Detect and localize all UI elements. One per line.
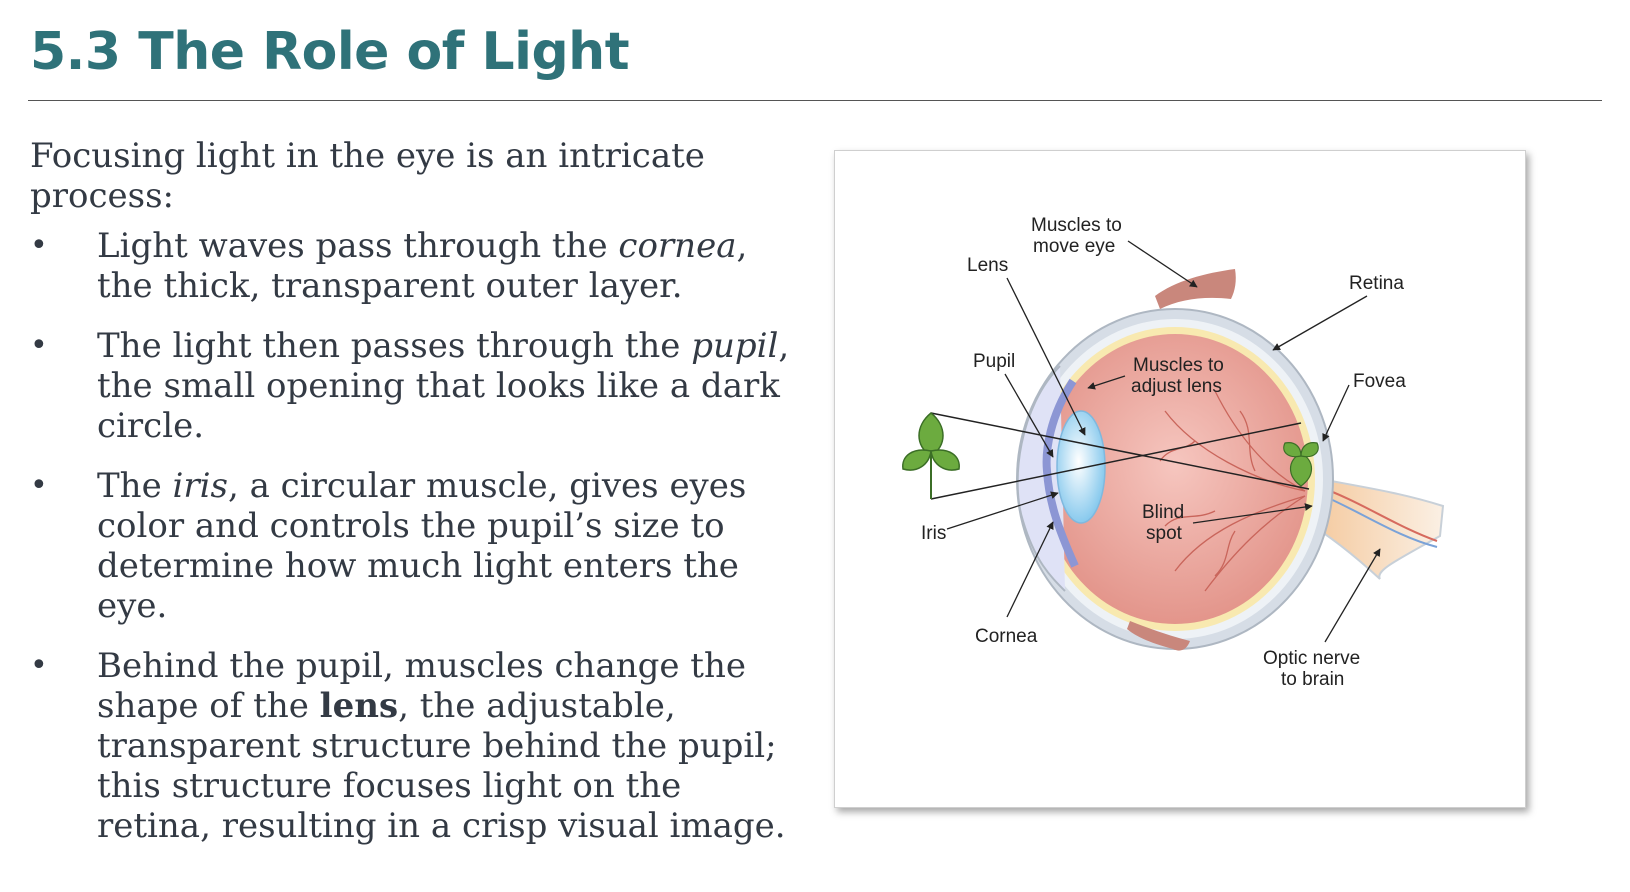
bullet-term: cornea (618, 226, 737, 266)
label-cornea: Cornea (975, 626, 1038, 647)
light-rays (930, 412, 1310, 500)
title-divider (28, 100, 1602, 101)
bullet-marker: • (30, 228, 48, 263)
bullet-pupil: • The light then passes through the pupi… (30, 326, 800, 446)
bullet-cornea: • Light waves pass through the cornea, t… (30, 226, 800, 306)
slide-body: Focusing light in the eye is an intricat… (30, 136, 800, 866)
bullet-text: , the thick, transparent outer layer. (97, 226, 748, 306)
bullet-term: lens (319, 686, 399, 726)
bullet-marker: • (30, 648, 48, 683)
bullet-text: Light waves pass through the (97, 226, 619, 266)
label-fovea: Fovea (1353, 371, 1406, 392)
leader-lines (946, 240, 1381, 643)
bullet-list: • Light waves pass through the cornea, t… (30, 226, 800, 846)
retinal-vessels (1159, 390, 1306, 592)
label-retina: Retina (1349, 273, 1404, 294)
label-muscles-adjust-lens: adjust lens (1131, 376, 1222, 397)
muscle-top (1155, 269, 1236, 309)
bullet-iris: • The iris, a circular muscle, gives eye… (30, 466, 800, 626)
label-blind-spot: Blind (1142, 502, 1184, 523)
label-optic-nerve: to brain (1281, 669, 1344, 690)
lens (1056, 410, 1106, 524)
bullet-text: , a circular muscle, gives eyes color an… (97, 466, 747, 626)
bullet-term: iris (172, 466, 228, 506)
eyeball (1016, 308, 1334, 650)
leaf-object-icon (902, 412, 960, 499)
label-pupil: Pupil (973, 351, 1015, 372)
label-optic-nerve: Optic nerve (1263, 648, 1360, 669)
slide-title: 5.3 The Role of Light (30, 22, 630, 82)
label-muscles-move-eye: Muscles to (1031, 215, 1122, 236)
label-muscles-adjust-lens: Muscles to (1133, 355, 1224, 376)
bullet-text: , the adjustable, transparent structure … (97, 686, 786, 846)
muscle-bottom (1127, 621, 1190, 651)
bullet-marker: • (30, 468, 48, 503)
eye-diagram-frame: Muscles to move eye Lens Retina Pupil Mu… (834, 150, 1526, 808)
bullet-lens: • Behind the pupil, muscles change the s… (30, 646, 800, 846)
bullet-term: pupil (691, 326, 779, 366)
label-blind-spot: spot (1146, 523, 1183, 544)
bullet-text: The light then passes through the (97, 326, 692, 366)
intro-text: Focusing light in the eye is an intricat… (30, 136, 705, 216)
bullet-marker: • (30, 328, 48, 363)
bullet-text: Behind the pupil, muscles change the sha… (97, 646, 746, 726)
inverted-leaf-image-icon (1283, 442, 1319, 487)
iris (1042, 378, 1079, 568)
label-iris: Iris (921, 523, 946, 544)
bullet-text: , the small opening that looks like a da… (97, 326, 790, 446)
bullet-text: The (97, 466, 173, 506)
label-lens: Lens (967, 255, 1008, 276)
label-muscles-move-eye: move eye (1033, 236, 1115, 257)
eye-diagram: Muscles to move eye Lens Retina Pupil Mu… (902, 215, 1445, 690)
